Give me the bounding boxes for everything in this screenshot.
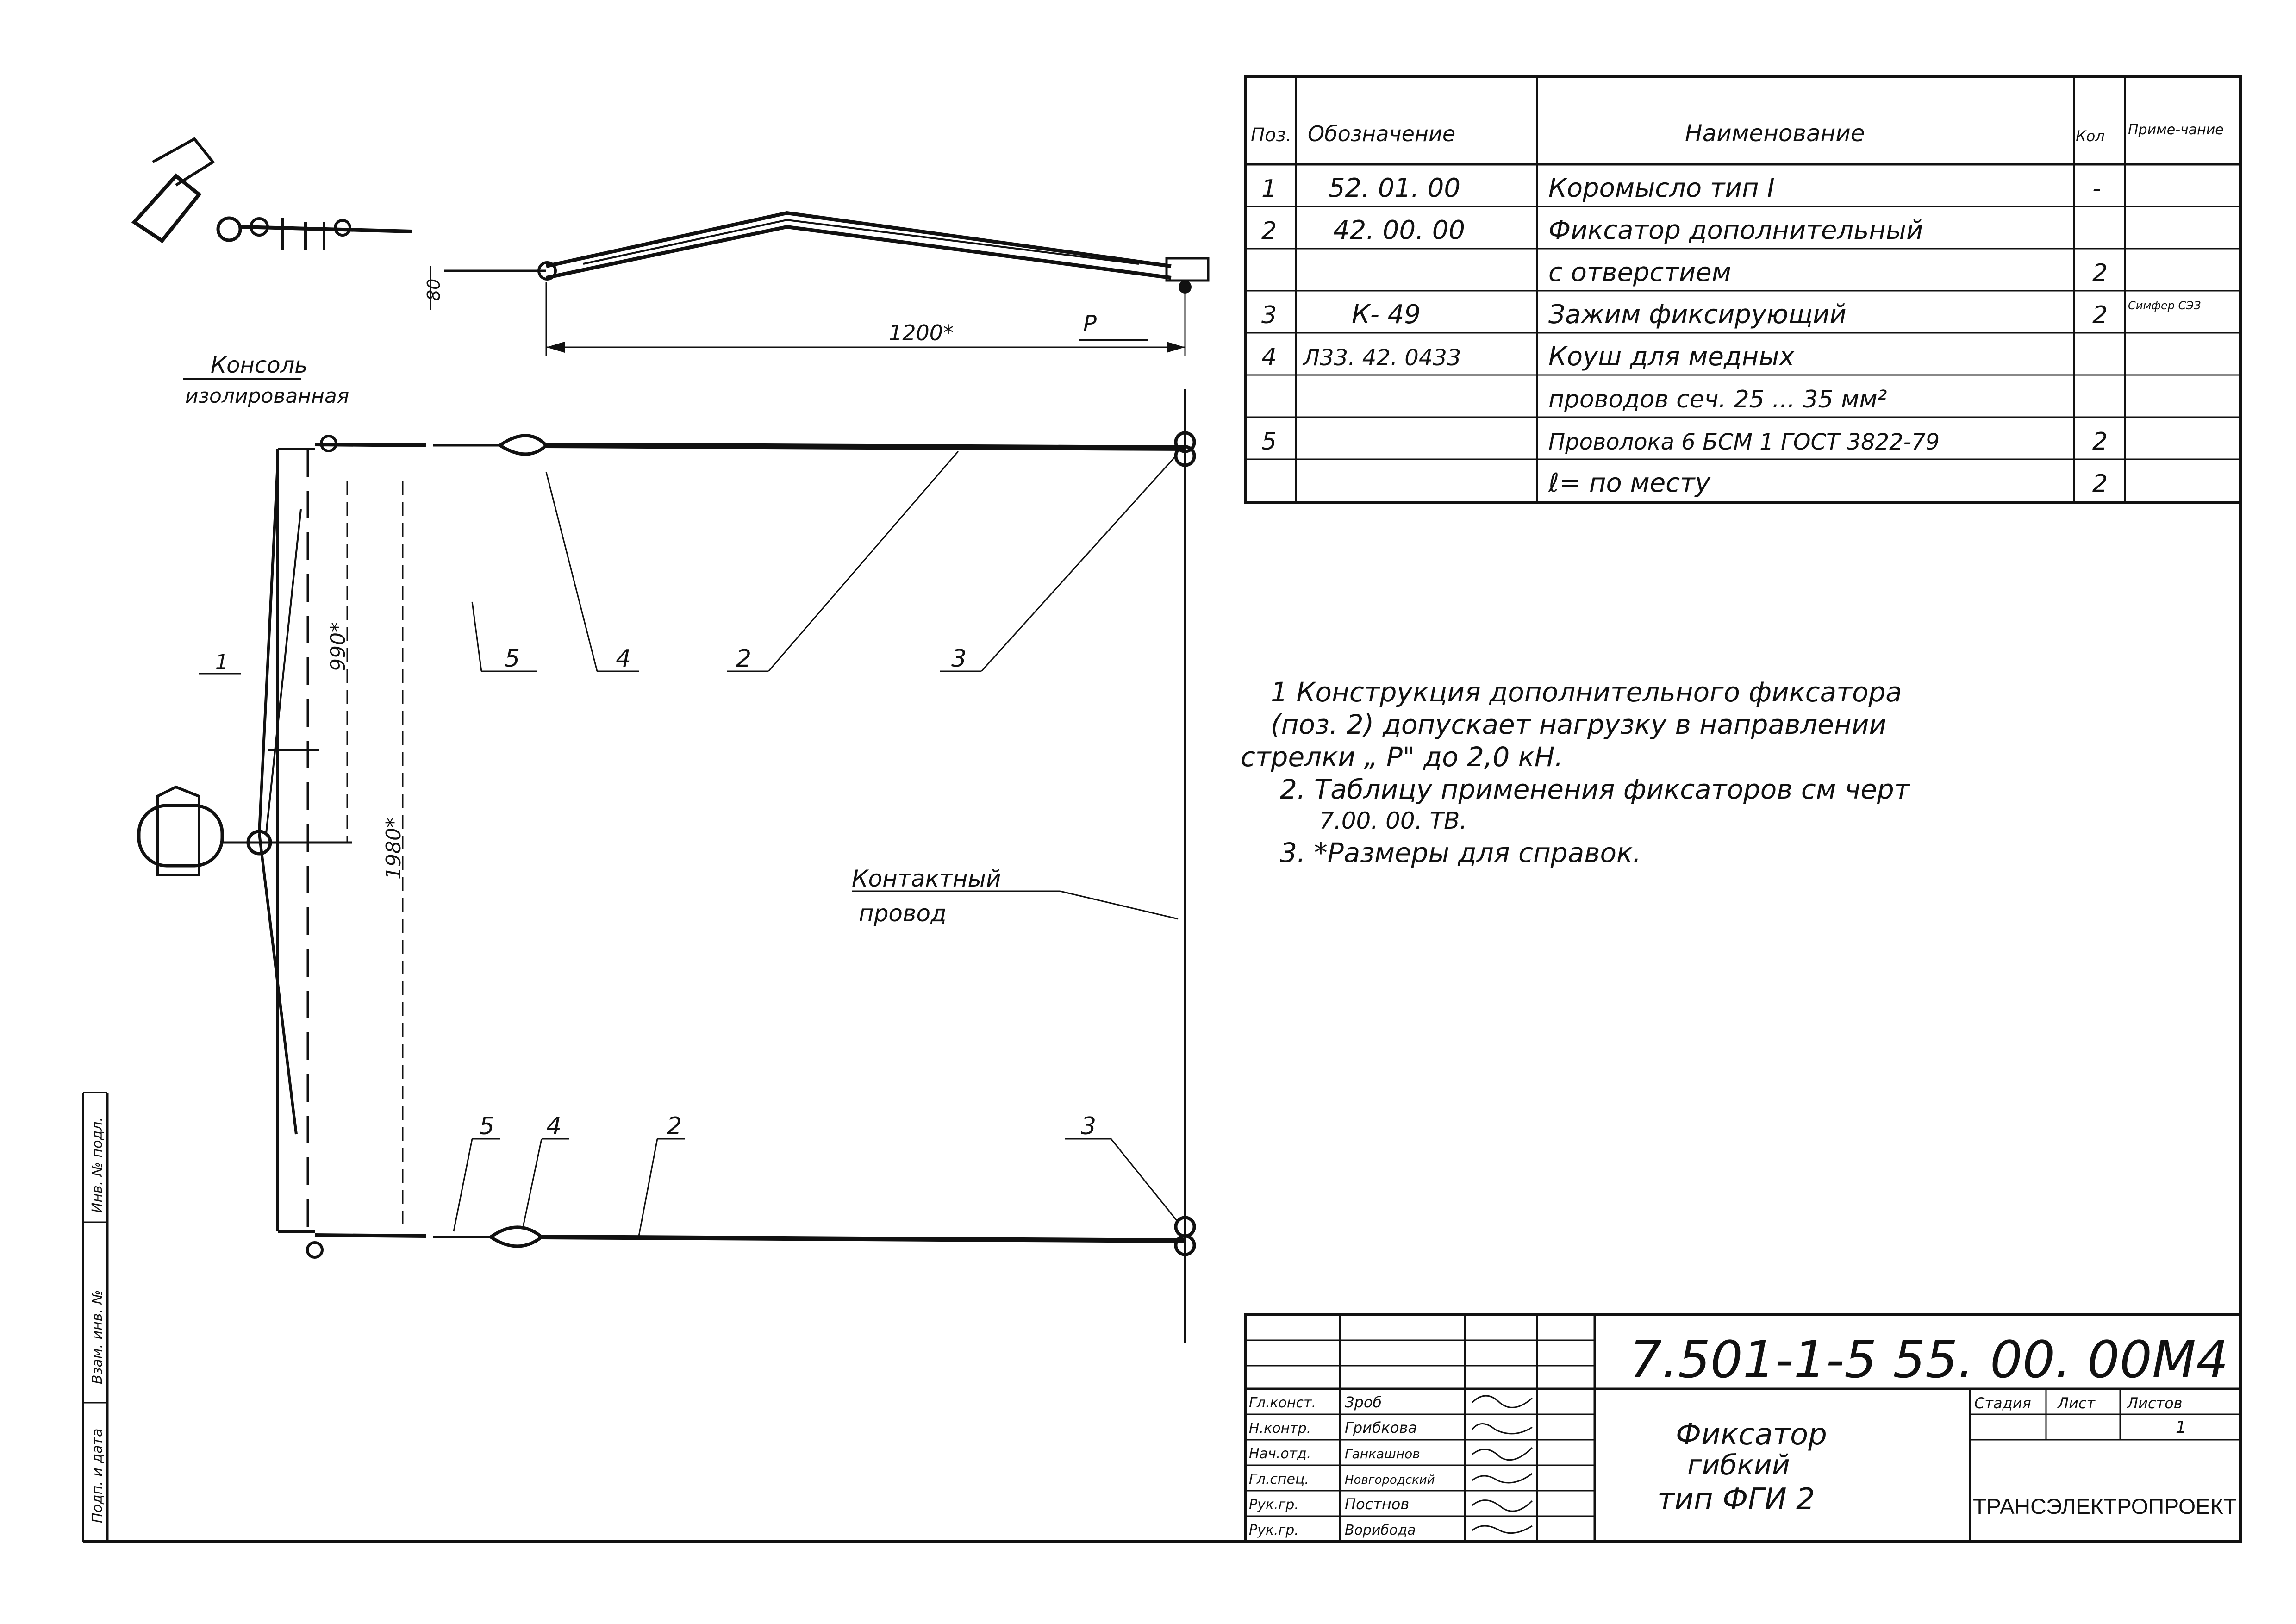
fixator-side-view: 1200* Р 80 [424,211,1210,356]
row-3-qty: 2 [2092,259,2108,287]
arrow-p-label: Р [1083,311,1097,337]
row-2-name: Фиксатор дополнительный [1548,215,1923,245]
callout-1: 1 [215,650,228,674]
row-1-qty: - [2092,175,2101,203]
title-line-3: тип ФГИ 2 [1657,1482,1815,1517]
header-note: Приме-чание [2128,122,2224,138]
specification-table: Поз. Обозначение Наименование Кол Приме-… [1244,75,2242,504]
role-4: Гл.спец. [1249,1471,1309,1487]
row-5-name: Коуш для медных [1548,342,1795,372]
row-4-note: Симфер СЭЗ [2128,299,2201,312]
table-row: проводов сеч. 25 ... 35 мм² [1548,386,1887,413]
row-5-designation: Л33. 42. 0433 [1302,345,1461,371]
note-line-2: (поз. 2) допускает нагрузку в направлени… [1271,709,1886,740]
row-1-pos: 1 [1261,175,1277,203]
callout-bottom-2: 2 [667,1112,682,1140]
console-sketch: Консоль изолированная [131,137,412,408]
row-1-name: Коромысло тип I [1548,173,1775,203]
role-2: Н.контр. [1249,1420,1311,1437]
row-4-designation: К- 49 [1352,300,1421,330]
row-7-pos: 5 [1261,428,1277,456]
name-6: Ворибода [1345,1522,1416,1538]
role-1: Гл.конст. [1249,1395,1316,1411]
title-block: 7.501-1-5 55. 00. 00М4 Фиксатор гибкий т… [1244,1313,2242,1543]
note-line-1: 1 Конструкция дополнительного фиксатора [1271,676,1902,708]
row-5-pos: 4 [1261,344,1277,371]
side-stamp-text-1: Подп. и дата [89,1429,106,1523]
table-row: 4 Л33. 42. 0433 Коуш для медных [1261,342,1795,372]
row-4-name: Зажим фиксирующий [1548,300,1847,330]
sheet-header: Лист [2057,1394,2096,1412]
callout-top-4: 4 [616,645,631,673]
callouts-bottom: 5 4 2 3 [453,1112,1179,1237]
callout-bottom-5: 5 [479,1112,494,1140]
header-qty: Кол [2076,127,2105,145]
side-stamp: Подп. и дата Взам. инв. № Инв. № подл. [82,1093,107,1542]
callouts-top: 5 4 2 3 [471,451,1177,673]
name-2: Грибкова [1345,1419,1417,1437]
title-line-1: Фиксатор [1676,1418,1827,1452]
header-name: Наименование [1685,120,1865,147]
title-line-2: гибкий [1687,1449,1790,1481]
sheet-frame [83,79,2242,1543]
side-stamp-text-2: Взам. инв. № [89,1290,106,1384]
note-line-5: 7.00. 00. ТВ. [1319,807,1467,834]
row-7-name: Проволока 6 БСМ 1 ГОСТ 3822-79 [1548,429,1940,455]
note-line-4: 2. Таблицу применения фиксаторов см черт [1280,774,1911,805]
dim-990-label: 990* [326,622,350,671]
name-1: Зроб [1345,1393,1382,1411]
name-3: Ганкашнов [1345,1446,1420,1462]
table-row: 1 52. 01. 00 Коромысло тип I - [1261,173,2101,203]
table-row: ℓ= по месту 2 [1548,468,2108,498]
dim-80-label: 80 [424,279,444,301]
row-3-name: с отверстием [1548,257,1731,287]
row-8-qty: 2 [2092,470,2108,498]
side-stamp-text-3: Инв. № подл. [89,1117,106,1213]
header-pos: Поз. [1251,125,1292,146]
dim-1200-label: 1200* [889,320,954,345]
row-8-name: ℓ= по месту [1548,468,1711,498]
row-4-qty: 2 [2092,301,2108,329]
dim-1980-label: 1980* [382,818,406,880]
row-2-pos: 2 [1261,217,1277,245]
note-line-3: стрелки „ Р" до 2,0 кН. [1241,741,1563,773]
row-6-name: проводов сеч. 25 ... 35 мм² [1548,386,1887,413]
role-5: Рук.гр. [1249,1497,1299,1513]
stage-header: Стадия [1974,1394,2031,1412]
role-3: Нач.отд. [1249,1446,1311,1462]
header-designation: Обозначение [1308,121,1455,146]
organization-name: ТРАНСЭЛЕКТРОПРОЕКТ [1973,1494,2237,1518]
callout-top-5: 5 [505,645,520,673]
row-7-qty: 2 [2092,428,2108,456]
callout-top-2: 2 [736,645,751,673]
console-label-2: изолированная [185,384,349,408]
contact-wire-label-1: Контактный [852,865,1001,892]
contact-wire-label-2: провод [859,900,947,927]
sheets-header: Листов [2127,1394,2183,1412]
sheets-value: 1 [2176,1418,2186,1437]
row-4-pos: 3 [1261,301,1277,329]
name-5: Постнов [1345,1495,1409,1513]
row-2-designation: 42. 00. 00 [1333,215,1465,245]
contact-wire-label: Контактный провод [852,865,1179,927]
notes-block: 1 Конструкция дополнительного фиксатора … [1241,676,1911,868]
row-1-designation: 52. 01. 00 [1329,173,1460,203]
name-4: Новгородский [1345,1473,1435,1487]
callout-bottom-3: 3 [1081,1112,1096,1140]
table-row: 2 42. 00. 00 Фиксатор дополнительный [1261,215,1923,245]
main-plan-view: 990* 1980* 1 5 4 2 3 5 4 [137,389,1196,1343]
callout-top-3: 3 [951,645,967,673]
note-line-6: 3. *Размеры для справок. [1280,837,1641,868]
table-row: 5 Проволока 6 БСМ 1 ГОСТ 3822-79 2 [1261,428,2108,456]
console-label-1: Консоль [211,352,308,378]
table-row: с отверстием 2 [1548,257,2108,287]
callout-bottom-4: 4 [546,1112,562,1140]
role-6: Рук.гр. [1249,1522,1299,1538]
table-row: 3 К- 49 Зажим фиксирующий 2 Симфер СЭЗ [1261,299,2201,330]
doc-code: 7.501-1-5 55. 00. 00М4 [1629,1330,2228,1389]
signatures [1471,1395,1533,1534]
